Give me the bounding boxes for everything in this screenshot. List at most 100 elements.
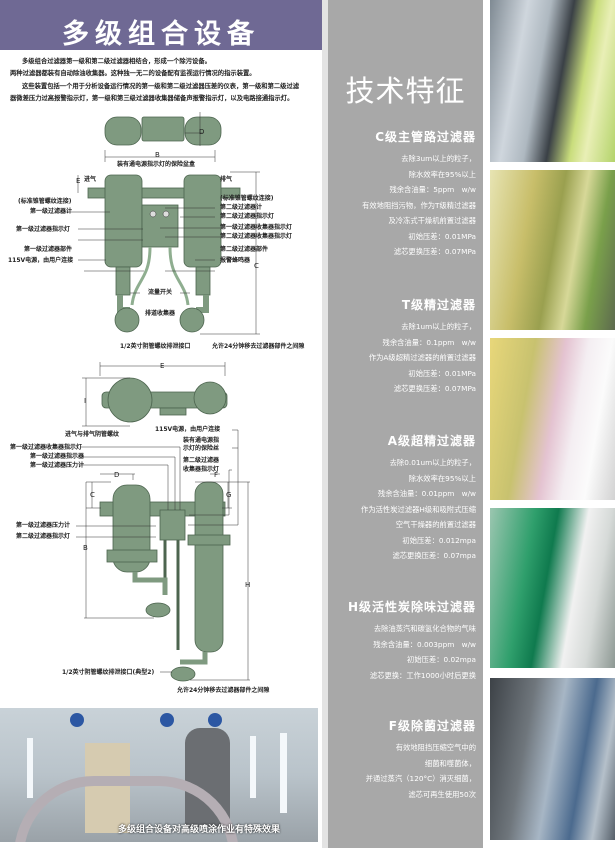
spec-line: 去除3um以上的粒子， (401, 154, 476, 163)
dimension-c: C (254, 262, 259, 270)
spec-line: 去除油蒸汽和碳氢化合物的气味 (373, 624, 476, 633)
spec-line: 细菌和噬菌体， (424, 758, 476, 768)
f-filter-media-image (490, 678, 615, 840)
label-power: 115V电源，由用户连接 (155, 426, 221, 433)
page-title: 多级组合设备 (62, 19, 260, 50)
label-buzzer: 报警蜂鸣器 (220, 257, 251, 264)
safety-sign-icon (70, 713, 84, 727)
section-title: A级超精过滤器 (387, 434, 476, 448)
label-gauge-1: 第一级过滤器计 (30, 208, 73, 215)
spec-line: 滤芯可再生使用50次 (408, 789, 476, 799)
label-collector-light-1: 第一级过滤器收集器指示灯 (10, 444, 83, 451)
section-c-filter: C级主管路过滤器 去除3um以上的粒子， 除水效率在95%以上 残余含油量：5p… (330, 128, 476, 260)
dimension-c: C (90, 491, 95, 499)
label-power: 115V电源，由用户连接 (8, 257, 74, 264)
section-title: F级除菌过滤器 (388, 719, 476, 733)
label-npt-right: (标准锥管螺纹连接) (220, 195, 274, 202)
intro-text: 多级组合过滤器第一级和第二级过滤器相结合，形成一个除污设备。 (22, 58, 211, 65)
spec-line: 有效地阻挡压缩空气中的 (395, 743, 476, 752)
spec-line: 滤芯更换压差：0.07MPa (393, 247, 476, 256)
dimension-d: D (114, 471, 120, 479)
two-stage-filter-diagram (60, 112, 260, 335)
t-filter-media-image (490, 170, 615, 330)
light-tube (250, 736, 256, 798)
label-clearance: 允许24分钟移去过滤器部件之间隙 (212, 343, 305, 350)
light-tube (27, 738, 33, 798)
dimension-e: E (76, 177, 81, 185)
label-element-1: 第一级过滤器部件 (24, 246, 73, 253)
c-filter-media-image (490, 0, 615, 162)
spec-line: 去除0.01um以上的粒子， (389, 458, 476, 467)
spec-line: 有效地阻挡污物，作为T级精过滤器 (362, 200, 476, 210)
section-h-filter: H级活性炭除味过滤器 去除油蒸汽和碳氢化合物的气味 残余含油量：0.003ppm… (330, 598, 476, 683)
label-inlet: 进气 (84, 176, 97, 183)
vertical-filter-diagram (76, 362, 250, 682)
spray-booth-photo (0, 708, 318, 842)
dimension-b: B (155, 151, 160, 159)
spec-line: 及冷冻式干燥机前置过滤器 (388, 216, 476, 225)
spec-line: 初始压差：0.01MPa (408, 368, 476, 378)
intro-text: 器微差压力过高报警指示灯，第一级和第三级过滤器收集器储备声报警指示灯，以及电路接… (10, 95, 294, 102)
label-npt-left: (标准锥管螺纹连接) (18, 198, 72, 205)
label-threads: 进气与排气阴管螺纹 (65, 431, 120, 438)
spec-line: 除水效率在95%以上 (408, 169, 476, 179)
label-fuse-2: 示灯的保险丝 (183, 445, 220, 452)
title-banner (0, 0, 322, 50)
safety-sign-icon (160, 713, 174, 727)
spec-line: 作为A级超精过滤器的前置过滤器 (368, 353, 476, 362)
label-fuse-box: 装有通电源指示灯的保险盆盒 (117, 161, 196, 168)
a-filter-media-image (490, 338, 615, 500)
label-drain-port: 1/2英寸阴管螺纹排泄接口(典型2) (62, 669, 155, 676)
label-drain-port: 1/2英寸阴管螺纹排泄接口 (120, 343, 191, 350)
h-filter-media-image (490, 508, 615, 668)
spec-line: 去除1um以上的粒子， (401, 322, 476, 331)
section-f-filter: F级除菌过滤器 有效地阻挡压缩空气中的 细菌和噬菌体， 并通过蒸汽（120°C）… (330, 717, 476, 802)
dimension-f: F (214, 471, 219, 479)
divider (322, 0, 328, 848)
panel-title: 技术特征 (345, 74, 466, 108)
spec-line: 作为活性炭过滤器H级和吸附式压缩 (361, 504, 476, 514)
spec-line: 空气干燥器的前置过滤器 (395, 520, 476, 529)
spec-line: 初始压差：0.012mpa (402, 535, 476, 545)
dimension-d: D (199, 128, 205, 136)
spec-line: 残余含油量：0.003ppm w/w (373, 639, 476, 649)
spec-line: 滤芯更换压差：0.07mpa (392, 551, 476, 560)
label-collector-light-2b: 收集器指示灯 (183, 466, 220, 473)
spec-line: 初始压差：0.02mpa (407, 655, 476, 664)
dimension-h: H (245, 581, 251, 589)
label-collector-light-1: 第一级过滤器收集器指示灯 (220, 224, 293, 231)
label-flow-switch: 流量开关 (148, 289, 173, 296)
section-a-filter: A级超精过滤器 去除0.01um以上的粒子， 除水效率在95%以上 残余含油量：… (330, 432, 476, 564)
label-clearance: 允许24分钟移去过滤器部件之间隙 (177, 687, 270, 694)
spec-line: 并通过蒸汽（120°C）消灭细菌， (365, 774, 476, 783)
spec-line: 除水效率在95%以上 (408, 473, 476, 483)
label-gauge-1: 第一级过滤器压力计 (30, 462, 85, 469)
label-gauge-1b: 第一级过滤器压力计 (16, 522, 71, 529)
section-title: T级精过滤器 (401, 298, 476, 312)
spec-line: 残余含油量：5ppm w/w (389, 185, 477, 194)
label-light-2: 第二级过滤器指示灯 (220, 213, 275, 220)
section-title: C级主管路过滤器 (375, 130, 476, 144)
spec-line: 残余含油量：0.1ppm w/w (382, 337, 476, 347)
spec-line: 残余含油量：0.01ppm w/w (377, 489, 476, 498)
spec-line: 滤芯更换：工作1000小时后更换 (369, 670, 476, 680)
label-outlet: 排气 (220, 176, 233, 183)
intro-text: 两种过滤器都装有自动除油收集器。这种独一无二的设备配有监视运行情况的指示装置。 (10, 70, 256, 77)
label-collector-light-2: 第二级过滤器 (183, 457, 220, 464)
label-collector-light-2: 第二级过滤器收集器指示灯 (220, 233, 293, 240)
intro-text: 这些装置包括一个用于分析设备运行情况的第一级和第二级过滤器压差的仪表，第一级和第… (22, 83, 300, 90)
spec-line: 滤芯更换压差：0.07MPa (393, 384, 476, 393)
light-tube (280, 733, 287, 813)
label-light-2: 第二级过滤器指示灯 (16, 533, 71, 540)
label-fuse: 装有通电源指 (183, 437, 220, 444)
dimension-e: E (160, 362, 165, 370)
label-gauge-2: 第二级过滤器计 (220, 204, 263, 211)
section-t-filter: T级精过滤器 去除1um以上的粒子， 残余含油量：0.1ppm w/w 作为A级… (330, 296, 476, 397)
safety-sign-icon (208, 713, 222, 727)
label-indicator-1: 第一级过滤器指示器 (30, 453, 85, 460)
label-element-2: 第二级过滤器部件 (220, 246, 269, 253)
dimension-b: B (83, 544, 88, 552)
label-drain-collector: 排道收集器 (145, 310, 176, 317)
photo-caption: 多级组合设备对高级喷涂作业有特殊效果 (118, 825, 281, 835)
dimension-i: I (84, 397, 87, 405)
